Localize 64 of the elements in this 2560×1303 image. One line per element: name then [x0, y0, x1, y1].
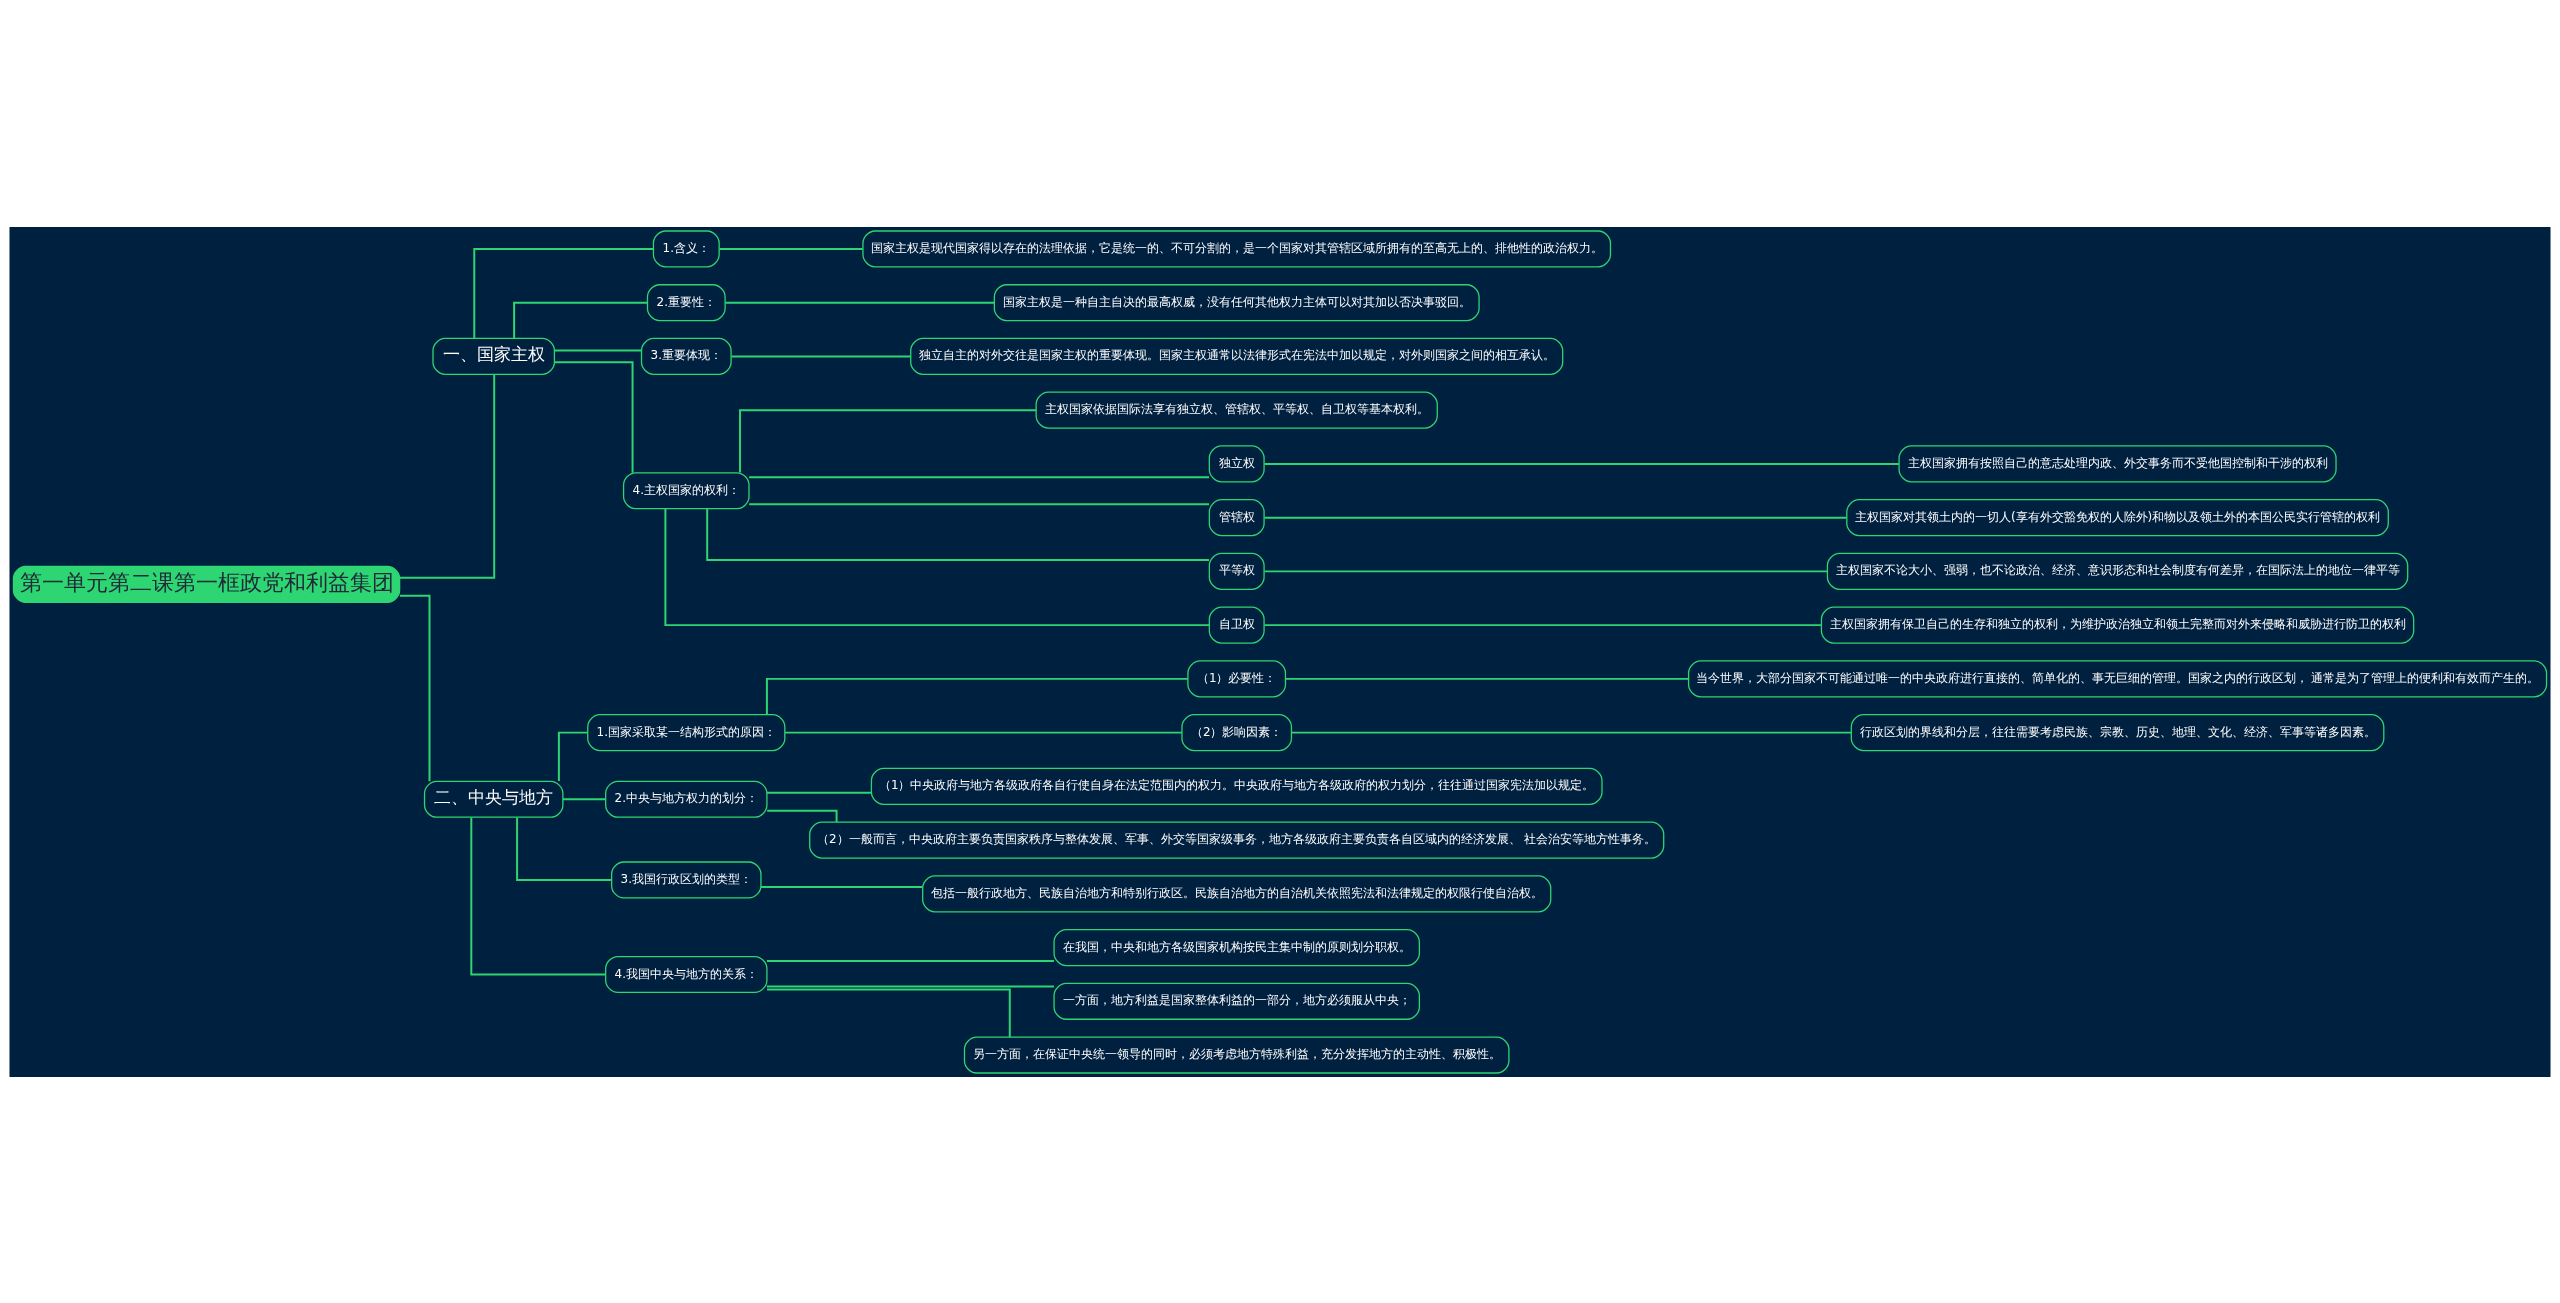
- connector: [1263, 623, 1823, 626]
- connector: [748, 502, 1211, 505]
- node-box: 国家主权是一种自主自决的最高权威，没有任何其他权力主体可以对其加以否决事驳回。: [993, 283, 1480, 321]
- connector: [724, 301, 996, 304]
- connector: [664, 507, 1211, 626]
- node-box: 主权国家依据国际法享有独立权、管辖权、平等权、自卫权等基本权利。: [1035, 391, 1438, 429]
- node-box: 当今世界，大部分国家不可能通过唯一的中央政府进行直接的、简单化的、事无巨细的管理。国家之内的行政区划， 通常是为了管理上的便利和有效而产生的。: [1687, 659, 2548, 697]
- node-box: 3.重要体现：: [640, 337, 732, 375]
- node-box: 包括一般行政地方、民族自治地方和特别行政区。民族自治地方的自治机关依照宪法和法律规定的权限行使自治权。: [922, 874, 1552, 912]
- connector: [1263, 462, 1900, 465]
- connector: [1263, 516, 1848, 519]
- node-box: （1）中央政府与地方各级政府各自行使自身在法定范围内的权力。中央政府与地方各级政府的权力划分，往往通过国家宪法加以规定。: [870, 767, 1603, 805]
- node-box: 二、中央与地方: [423, 780, 564, 818]
- connector: [730, 354, 912, 357]
- node-box: 管辖权: [1208, 498, 1265, 536]
- connector: [553, 360, 634, 474]
- node-box: 主权国家对其领土内的一切人(享有外交豁免权的人除外)和物以及领土外的本国公民实行管辖的权利: [1846, 498, 2389, 536]
- node-box: 独立权: [1208, 444, 1265, 482]
- connector: [760, 885, 924, 888]
- connector: [473, 247, 655, 339]
- node-box: 4.主权国家的权利：: [622, 471, 750, 509]
- connector: [706, 507, 1210, 561]
- node-box: 3.我国行政区划的类型：: [611, 860, 762, 898]
- connector: [739, 408, 1038, 473]
- connector: [765, 984, 1055, 987]
- node-box: （2）一般而言，中央政府主要负责国家秩序与整体发展、军事、外交等国家级事务，地方各级政府主要负责各自区域内的经济发展、 社会治安等地方性事务。: [809, 821, 1665, 859]
- node-box: 主权国家拥有保卫自己的生存和独立的权利，为维护政治独立和领土完整而对外来侵略和威胁进行防卫的权利: [1820, 606, 2415, 644]
- node-box: 行政区划的界线和分层，往往需要考虑民族、宗教、历史、地理、文化、经济、军事等诸多因素。: [1850, 713, 2385, 751]
- node-box: 自卫权: [1208, 606, 1265, 644]
- connector: [561, 797, 607, 800]
- node-box: 主权国家拥有按照自己的意志处理内政、外交事务而不受他国控制和干涉的权利: [1898, 444, 2337, 482]
- node-box: 2.中央与地方权力的划分：: [605, 780, 768, 818]
- node-box: 另一方面，在保证中央统一领导的同时，必须考虑地方特殊利益，充分发挥地方的主动性、积极性。: [963, 1036, 1510, 1074]
- connector: [553, 348, 643, 351]
- node-box: 主权国家不论大小、强弱，也不论政治、经济、意识形态和社会制度有何差异，在国际法上的地位一律平等: [1826, 552, 2409, 590]
- node-box: 2.重要性：: [646, 283, 726, 321]
- node-box: 1.国家采取某一结构形式的原因：: [587, 713, 786, 751]
- connector: [1284, 677, 1690, 680]
- node-box: （1）必要性：: [1187, 659, 1287, 697]
- node-box: 独立自主的对外交往是国家主权的重要体现。国家主权通常以法律形式在宪法中加以规定，对外则国家之间的相互承认。: [910, 337, 1564, 375]
- connector: [470, 815, 607, 975]
- connector: [1290, 731, 1853, 734]
- connector: [718, 247, 864, 250]
- node-box: 一方面，地方利益是国家整体利益的一部分，地方必须服从中央；: [1053, 982, 1420, 1020]
- connector: [766, 987, 1011, 1038]
- node-box: 在我国，中央和地方各级国家机构按民主集中制的原则划分职权。: [1053, 928, 1420, 966]
- connector: [398, 594, 431, 782]
- node-box: 第一单元第二课第一框政党和利益集团: [12, 565, 401, 603]
- connector: [748, 475, 1211, 478]
- node-box: 1.含义：: [652, 229, 720, 267]
- connector: [1263, 569, 1829, 572]
- node-box: 4.我国中央与地方的关系：: [605, 955, 768, 993]
- node-box: （2）影响因素：: [1181, 713, 1293, 751]
- connector: [765, 677, 1189, 715]
- connector: [513, 301, 649, 339]
- node-box: 国家主权是现代国家得以存在的法理依据，它是统一的、不可分割的，是一个国家对其管辖区域所拥有的至高无上的、排他性的政治权力。: [862, 229, 1612, 267]
- connector: [765, 959, 1055, 962]
- connector: [784, 731, 1183, 734]
- connector: [766, 809, 838, 823]
- connector: [765, 791, 873, 794]
- connector: [399, 373, 496, 579]
- node-box: 平等权: [1208, 552, 1265, 590]
- node-box: 一、国家主权: [432, 337, 556, 375]
- connector: [516, 816, 613, 881]
